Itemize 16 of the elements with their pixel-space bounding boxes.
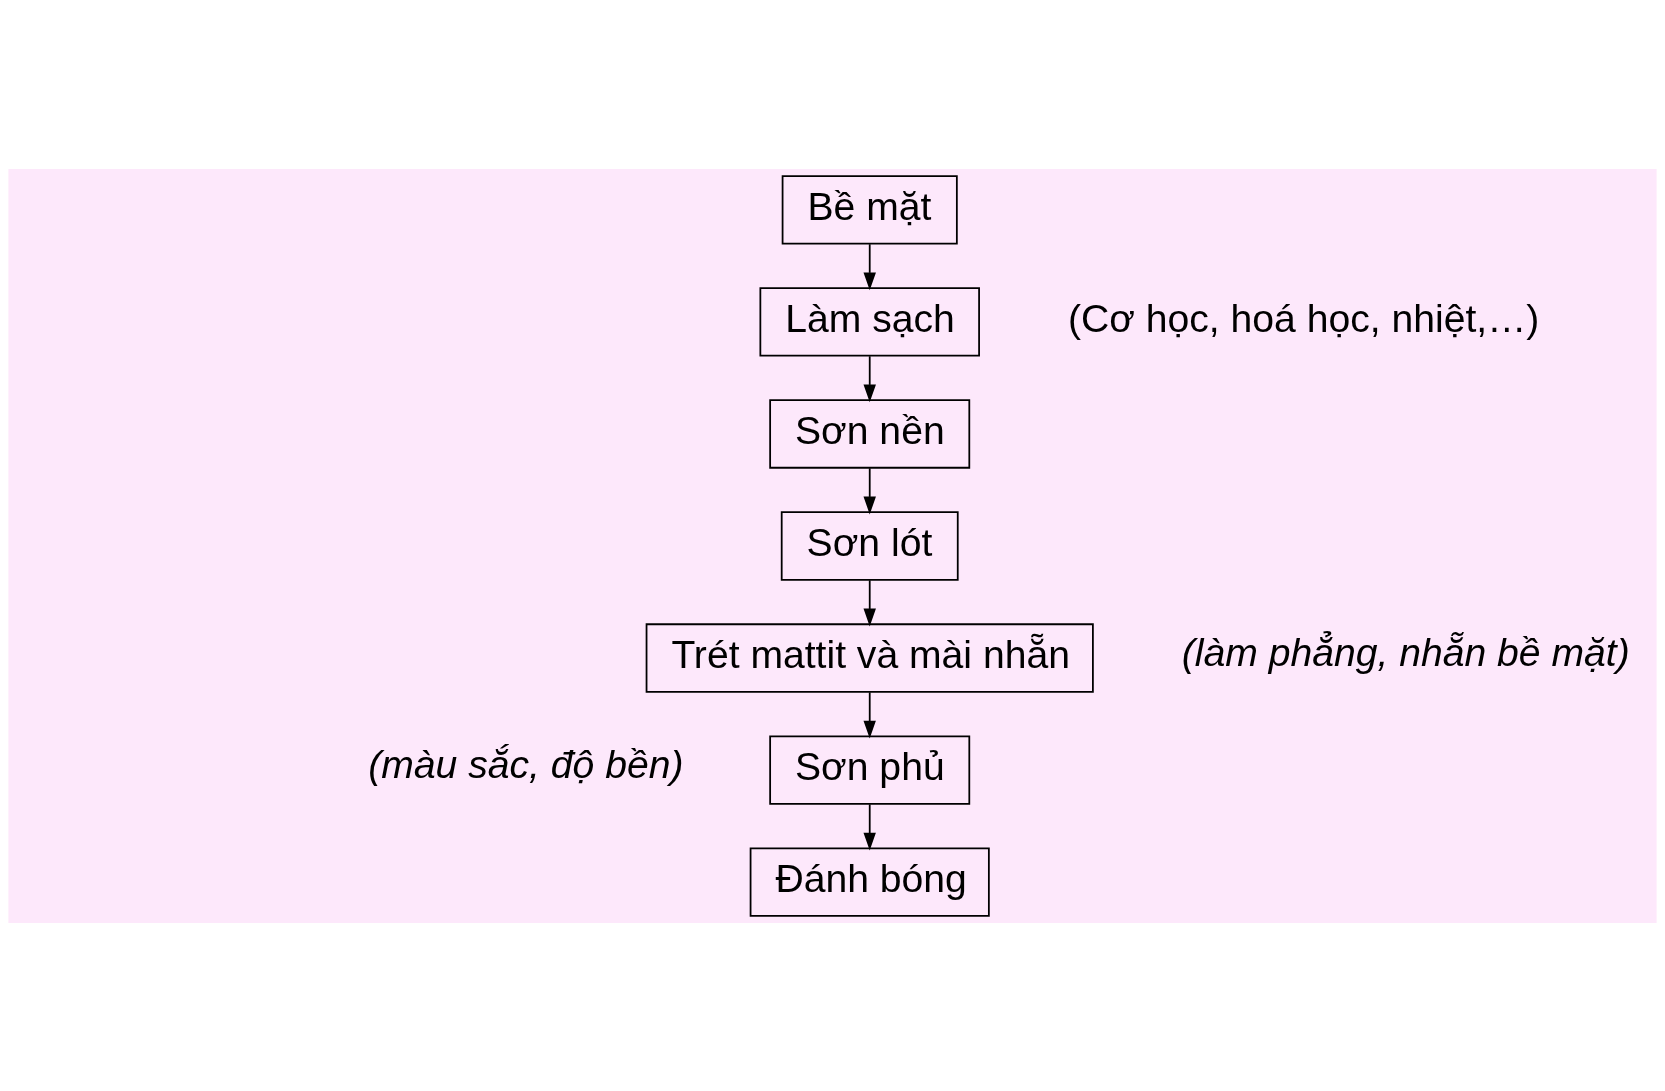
arrow — [863, 242, 876, 290]
label: (màu sắc, độ bền) — [368, 742, 684, 786]
node-box: Sơn lót — [780, 510, 959, 581]
node-box: Trét mattit và mài nhẵn — [645, 622, 1094, 693]
node-box: Đánh bóng — [749, 846, 990, 917]
arrow — [863, 466, 876, 514]
node-box: Bề mặt — [781, 174, 958, 245]
arrow — [863, 578, 876, 626]
node-box: Sơn nền — [769, 398, 971, 469]
node-box: Làm sạch — [759, 286, 980, 357]
arrow — [863, 690, 876, 738]
arrow — [863, 803, 876, 850]
node-box: Sơn phủ — [769, 734, 971, 805]
node-label: (Cơ học, hoá học, nhiệt,…) — [1068, 296, 1540, 340]
node-label: (làm phẳng, nhẵn bề mặt) — [1181, 630, 1630, 674]
arrow — [863, 354, 876, 402]
